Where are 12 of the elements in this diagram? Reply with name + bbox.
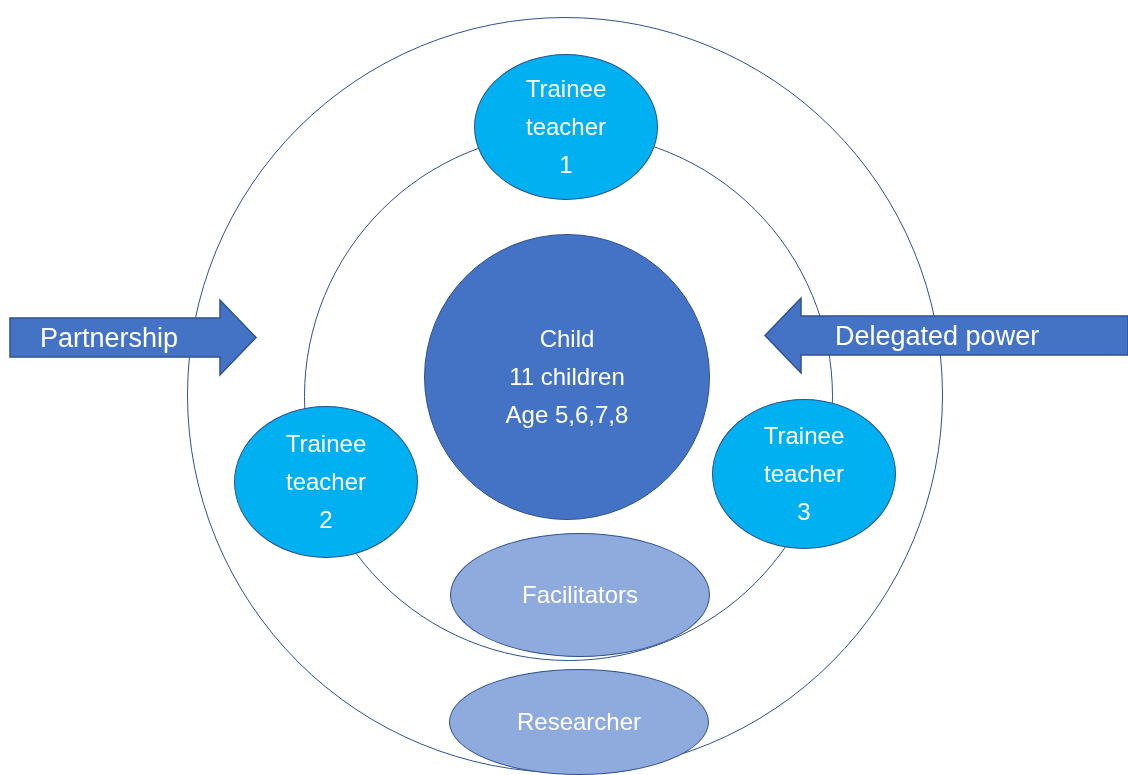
arrow-label: Partnership — [40, 322, 179, 353]
node-label: Facilitators — [522, 580, 638, 611]
node-label: Researcher — [516, 707, 642, 738]
arrow-label: Delegated power — [835, 320, 1040, 351]
node-label: Trainee teacher 1 — [524, 74, 608, 180]
node-label: Child — [539, 324, 595, 355]
block-arrow — [765, 298, 1128, 373]
node-label: Trainee teacher 2 — [284, 429, 368, 535]
node-label: 11 children — [509, 362, 625, 393]
block-arrow — [10, 300, 256, 375]
node-label: Trainee teacher 3 — [762, 421, 846, 527]
node-label: Age 5,6,7,8 — [505, 399, 629, 430]
